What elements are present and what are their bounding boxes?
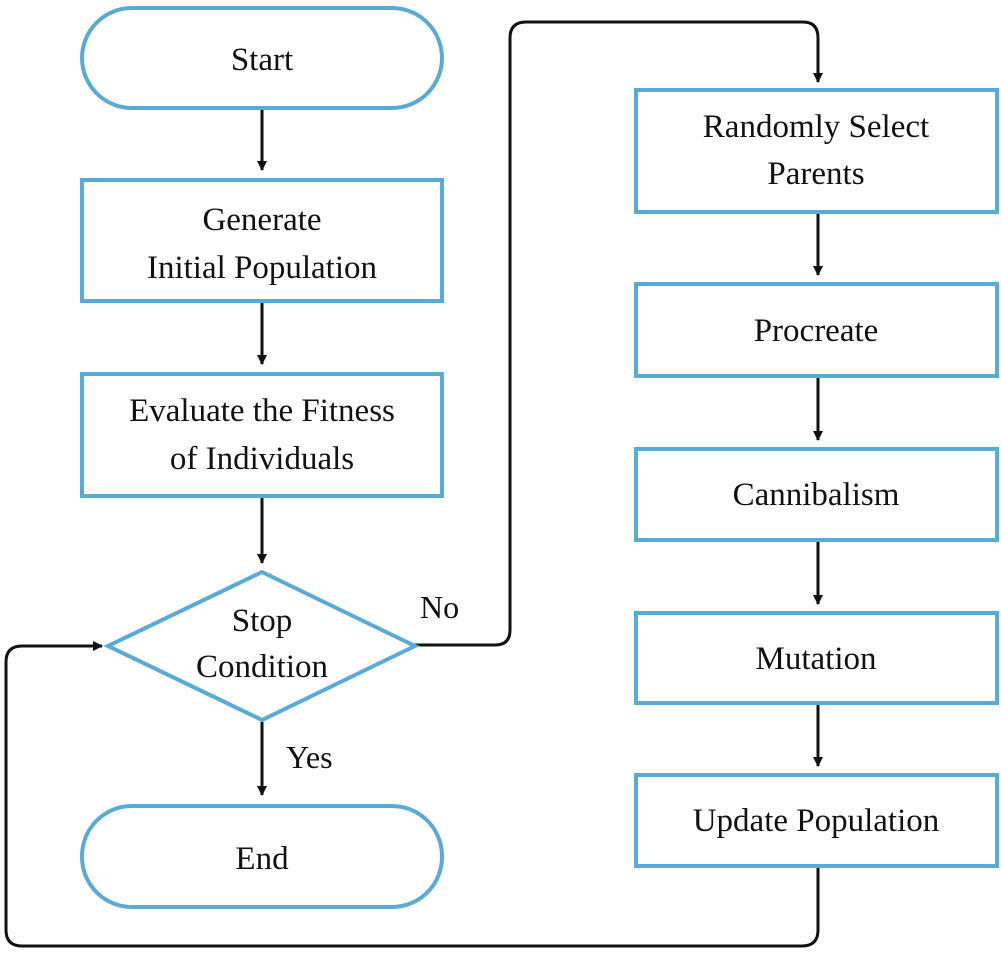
stop-decision-shape <box>103 569 420 723</box>
evaluate-process-shape <box>80 372 444 498</box>
select-process-shape <box>634 88 999 214</box>
node-end-label: End <box>235 841 289 877</box>
node-stop: Stop Condition <box>103 569 420 723</box>
node-procreate-label: Procreate <box>754 313 879 349</box>
node-generate-label-line-1: Generate <box>202 202 321 238</box>
node-select-label-line-2: Parents <box>767 156 864 192</box>
node-mutation: Mutation <box>634 611 999 705</box>
update-process-shape <box>634 773 999 868</box>
mutation-process-shape <box>634 611 999 705</box>
node-procreate: Procreate <box>634 282 999 378</box>
node-mutation-label: Mutation <box>756 641 877 677</box>
node-evaluate-label-line-2: of Individuals <box>170 441 354 477</box>
node-end: End <box>80 804 444 909</box>
node-generate-label-line-2: Initial Population <box>147 250 377 286</box>
start-terminator-shape <box>80 6 444 110</box>
node-cannibalism-label: Cannibalism <box>733 477 900 513</box>
procreate-process-shape <box>634 282 999 378</box>
edge-update-stop <box>4 641 820 948</box>
node-generate: Generate Initial Population <box>80 178 444 303</box>
edge-stop-select <box>415 20 823 647</box>
node-evaluate-label-line-1: Evaluate the Fitness <box>129 393 395 429</box>
cannibalism-process-shape <box>634 447 999 542</box>
edge-label-yes: Yes <box>286 739 333 775</box>
end-terminator-shape <box>80 804 444 909</box>
node-update-label: Update Population <box>693 803 940 839</box>
node-cannibalism: Cannibalism <box>634 447 999 542</box>
node-evaluate: Evaluate the Fitness of Individuals <box>80 372 444 498</box>
edge-label-no: No <box>420 589 459 625</box>
connectors <box>4 20 823 948</box>
node-select-label-line-1: Randomly Select <box>703 109 929 145</box>
node-stop-label-line-2: Condition <box>196 649 328 685</box>
node-start-label: Start <box>231 42 293 78</box>
node-select: Randomly Select Parents <box>634 88 999 214</box>
generate-process-shape <box>80 178 444 303</box>
node-update: Update Population <box>634 773 999 868</box>
node-stop-label-line-1: Stop <box>232 603 293 639</box>
node-start: Start <box>80 6 444 110</box>
